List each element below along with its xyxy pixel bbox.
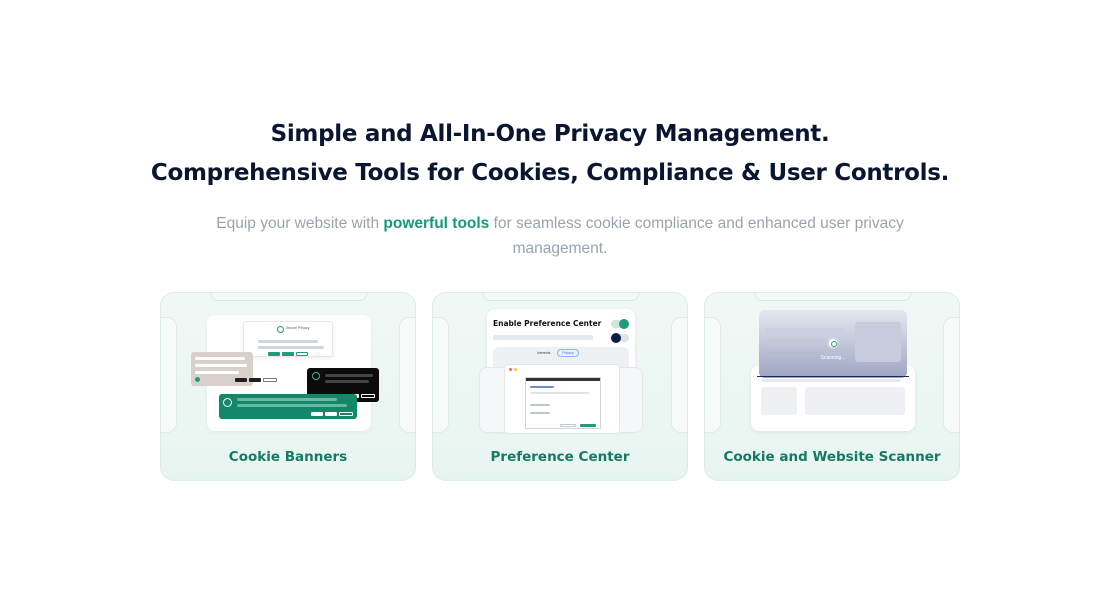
feature-card-preference-center[interactable]: Enable Preference Center Interests Priva… xyxy=(432,292,688,481)
mini-tab-interests: Interests xyxy=(537,351,551,355)
browser-frame xyxy=(479,364,643,434)
toggle-on xyxy=(611,319,629,329)
scanner-overlay: Scanning... xyxy=(757,310,909,378)
scan-line xyxy=(757,376,909,377)
card-label: Cookie Banners xyxy=(228,449,348,465)
card-side-decoration xyxy=(433,317,449,433)
banner-popup-light: Secure Privacy xyxy=(243,321,333,357)
mini-tab-privacy: Privacy xyxy=(557,349,579,357)
mini-pc-title: Enable Preference Center xyxy=(493,319,602,328)
scan-search-icon xyxy=(827,337,839,349)
card-side-decoration xyxy=(705,317,721,433)
feature-card-website-scanner[interactable]: Scanning... Cookie and Website Scanner xyxy=(704,292,960,481)
mini-dialog xyxy=(525,377,601,429)
cookie-banner-illustration: Secure Privacy xyxy=(191,315,379,431)
card-tab-decoration xyxy=(483,293,639,301)
card-tab-decoration xyxy=(755,293,911,301)
card-label: Cookie and Website Scanner xyxy=(723,449,941,465)
card-side-decoration xyxy=(399,317,415,433)
toggle-off xyxy=(611,333,629,343)
scan-status: Scanning... xyxy=(820,355,846,361)
subtitle-before: Equip your website with xyxy=(216,215,384,232)
banner-popup-green xyxy=(219,394,357,419)
headline-line-1: Simple and All-In-One Privacy Management… xyxy=(270,121,830,147)
mini-brand: Secure Privacy xyxy=(286,326,310,330)
banner-popup-beige xyxy=(191,352,253,386)
card-side-decoration xyxy=(671,317,687,433)
shield-icon xyxy=(277,326,284,333)
card-side-decoration xyxy=(943,317,959,433)
subtitle-highlight: powerful tools xyxy=(383,215,490,232)
subtitle-after: for seamless cookie compliance and enhan… xyxy=(489,215,904,257)
card-label: Preference Center xyxy=(490,449,630,465)
feature-card-cookie-banners[interactable]: Secure Privacy xyxy=(160,292,416,481)
browser-window xyxy=(504,364,620,434)
card-tab-decoration xyxy=(211,293,367,301)
card-side-decoration xyxy=(161,317,177,433)
banner-buttons-row xyxy=(235,377,295,383)
subtitle: Equip your website with powerful tools f… xyxy=(180,211,940,261)
headline-line-2: Comprehensive Tools for Cookies, Complia… xyxy=(150,160,950,186)
